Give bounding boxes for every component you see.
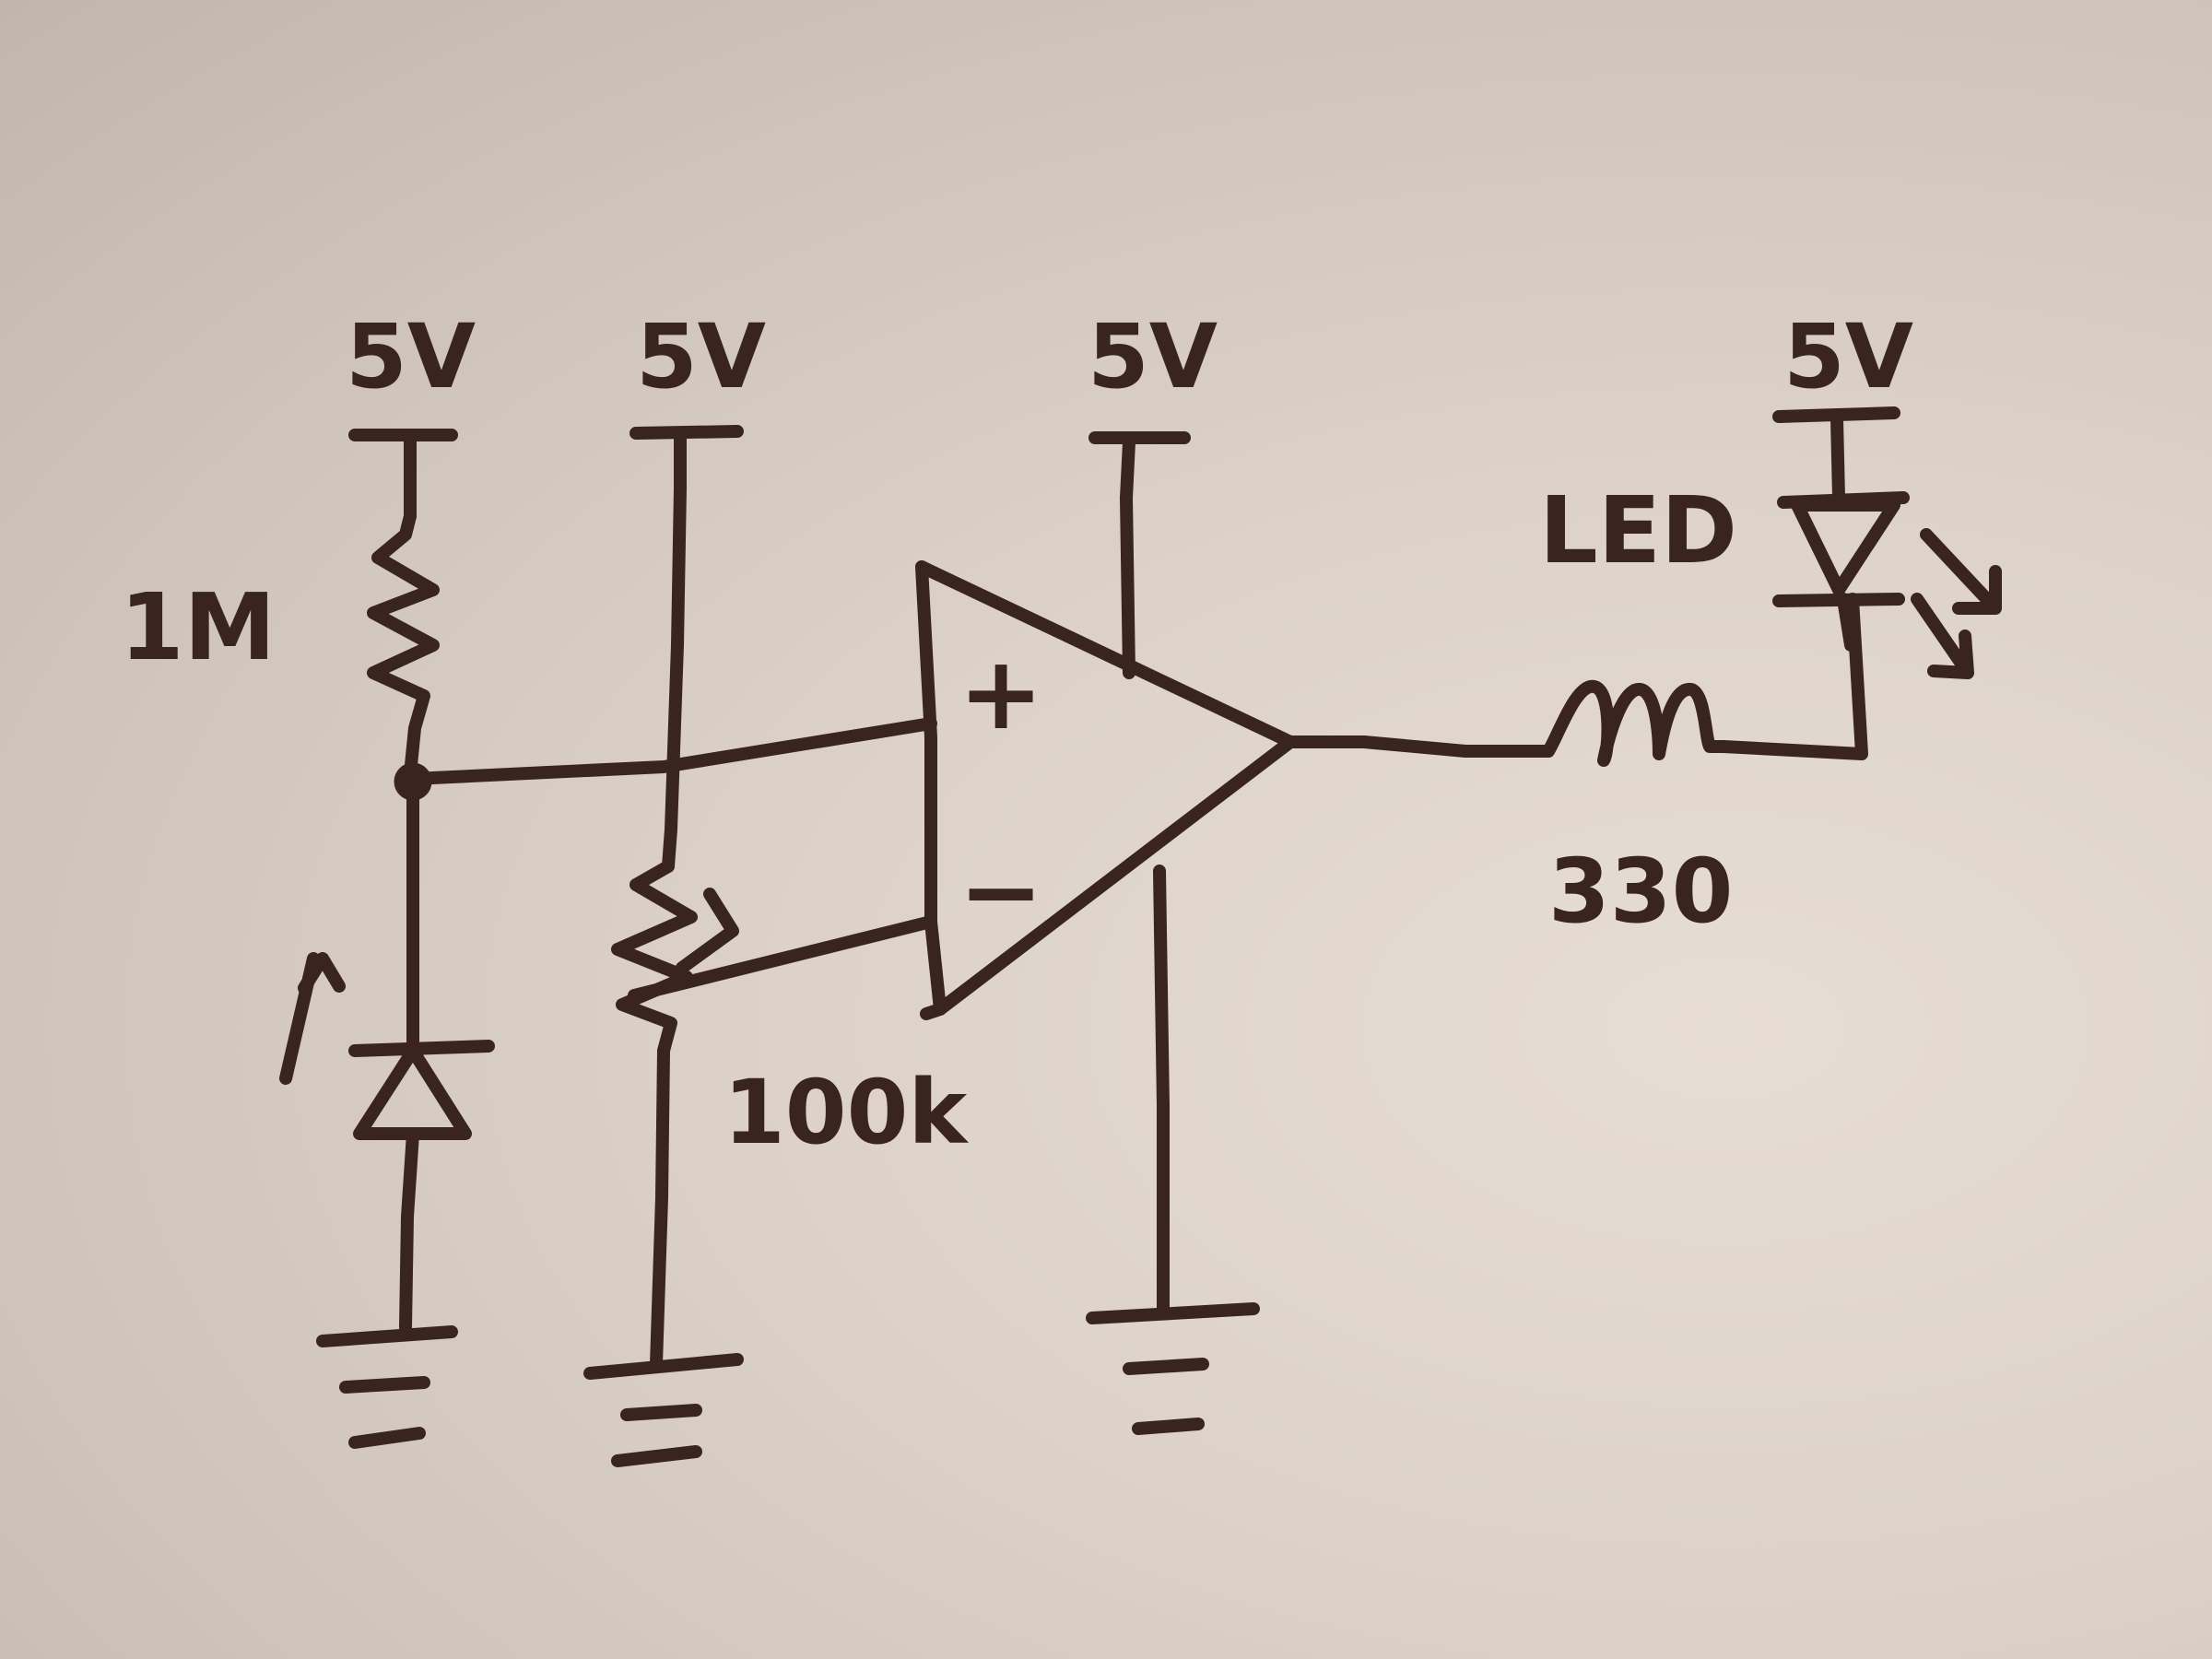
wire-led-return [1717,593,1868,760]
opamp-triangle [915,560,1297,1020]
resistor-330-label: 330 [1548,840,1733,943]
resistor-330 [1542,679,1730,767]
photodiode [348,1040,495,1334]
led-label: LED [1539,477,1737,584]
potentiometer-100k [611,860,698,1057]
supply-bar-led [1772,406,1900,504]
wire-opamp-out [1284,735,1555,758]
wire-junction-to-plus [406,717,937,785]
potentiometer-100k-label: 100k [724,1061,969,1164]
supply-label-opamp: 5V [1088,305,1218,408]
supply-bar-r1 [348,429,458,523]
led-light-arrow-icon [1911,528,2002,679]
opamp-left-edge [915,560,947,1016]
led-diode [1772,491,1910,652]
ground-symbol-opamp [1086,1302,1260,1435]
supply-label-led: 5V [1783,305,1913,408]
pot-wiper-arrow [628,888,937,1002]
light-arrow-icon [279,952,346,1085]
supply-bar-opamp [1088,431,1191,504]
wire-opamp-vcc [1120,491,1135,679]
opamp-plus-label: + [959,634,1043,752]
wire-pot-top [662,482,687,873]
resistor-1m [367,510,440,781]
resistor-1m-label: 1M [120,573,276,681]
supply-label-pot: 5V [636,305,766,408]
ground-symbol-pot [583,1353,744,1467]
supply-bar-pot [629,425,744,495]
opamp-minus-label: − [959,832,1043,950]
supply-label-r1: 5V [346,305,476,408]
ground-symbol-left [316,1325,458,1449]
wire-pot-bottom [650,1044,670,1371]
wire-opamp-gnd [1153,865,1170,1315]
